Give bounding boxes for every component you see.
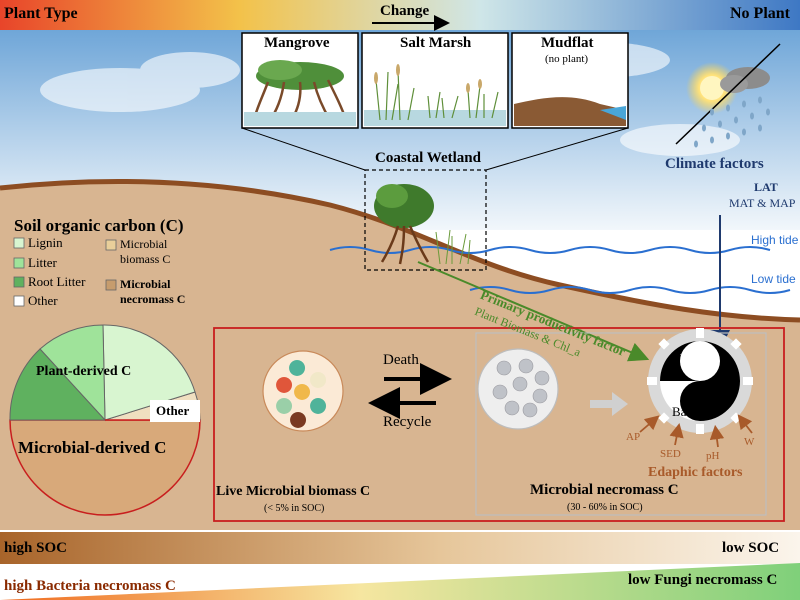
live-microbes-icon [262, 350, 344, 432]
soc-legend-title: Soil organic carbon (C) [14, 216, 184, 235]
mangrove-panel [241, 32, 359, 129]
soc-legend-swatches [13, 237, 117, 307]
mangrove-title: Mangrove [264, 35, 330, 51]
soil-surface-line [0, 179, 800, 323]
legend-litter: Litter [28, 255, 57, 270]
climate-icon [675, 43, 781, 148]
low-fungi-necromass-label: low Fungi necromass C [628, 572, 778, 588]
legend-lignin: Lignin [28, 235, 63, 250]
pie-microbial-derived-label: Microbial-derived C [18, 438, 167, 457]
necromass-subtitle: (30 - 60% in SOC) [567, 502, 643, 513]
plant-type-gradient-bar [0, 0, 800, 30]
bacteria-label: Bacteria [672, 404, 716, 419]
live-biomass-title: Live Microbial biomass C [216, 484, 371, 499]
edaphic-ap: AP [626, 431, 641, 443]
high-bacteria-necromass-label: high Bacteria necromass C [4, 578, 176, 594]
climate-lat: LAT [754, 180, 778, 194]
edaphic-arrows [639, 414, 753, 448]
death-label: Death [383, 352, 419, 368]
coastal-wetland-label: Coastal Wetland [375, 150, 481, 166]
mudflat-subtitle: (no plant) [545, 53, 589, 65]
pie-plant-derived-label: Plant-derived C [36, 364, 132, 379]
pie-other-label: Other [156, 403, 190, 418]
low-tide-label: Low tide [751, 272, 796, 286]
mudflat-panel [511, 32, 629, 129]
necromass-gradient-wedge [0, 563, 800, 600]
coastal-wetland-focus [241, 127, 629, 271]
high-soc-label: high SOC [4, 540, 67, 556]
fungi-label: Fungi [680, 351, 713, 366]
soil-area [0, 181, 800, 531]
live-biomass-subtitle: (< 5% in SOC) [264, 503, 325, 514]
soc-gradient-bar [0, 532, 800, 564]
high-tide-wave [329, 246, 771, 254]
legend-other: Other [28, 293, 58, 308]
necromass-title: Microbial necromass C [530, 482, 679, 498]
salt-marsh-title: Salt Marsh [400, 35, 472, 51]
edaphic-title: Edaphic factors [648, 465, 743, 480]
legend-root-litter: Root Litter [28, 274, 86, 289]
climate-factors-title: Climate factors [665, 156, 764, 172]
edaphic-w: W [744, 436, 755, 448]
change-label: Change [380, 3, 430, 19]
climate-mat-map: MAT & MAP [729, 196, 796, 210]
microbial-process-box [213, 327, 785, 522]
edaphic-ph: pH [706, 450, 720, 462]
recycle-label: Recycle [383, 414, 432, 430]
plant-type-label: Plant Type [4, 5, 78, 22]
edaphic-sed: SED [660, 448, 681, 460]
low-soc-label: low SOC [722, 540, 780, 556]
fungi-bacteria-yinyang [647, 328, 753, 434]
no-plant-label: No Plant [730, 5, 790, 22]
mudflat-title: Mudflat [541, 35, 594, 51]
necromass-box [475, 332, 767, 516]
high-tide-label: High tide [751, 233, 799, 247]
transform-arrow [590, 392, 628, 416]
salt-marsh-panel [361, 32, 509, 129]
necromass-microbes-icon [477, 348, 559, 430]
low-tide-wave [469, 286, 791, 294]
soc-pie-chart [9, 324, 201, 516]
productivity-arrow [417, 261, 650, 362]
